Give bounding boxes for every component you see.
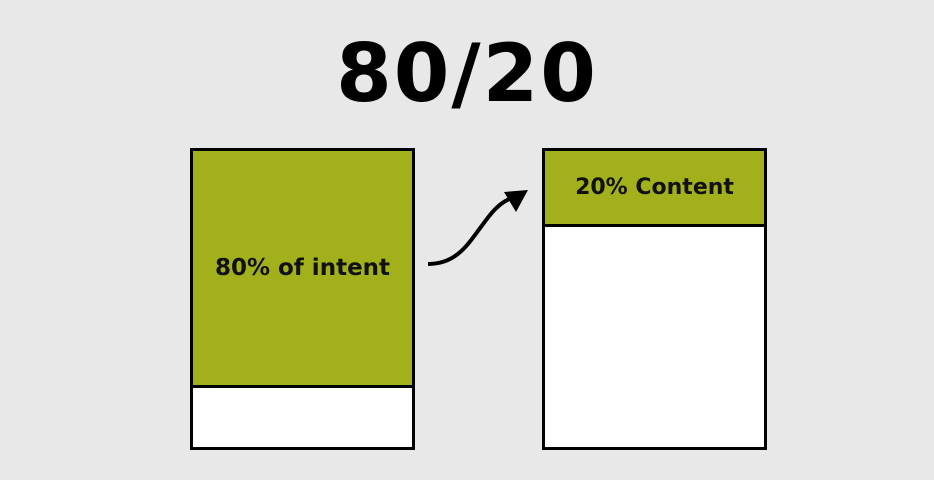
content-box: 20% Content	[542, 148, 767, 450]
content-fill: 20% Content	[545, 151, 764, 227]
content-label: 20% Content	[575, 175, 734, 200]
intent-fill: 80% of intent	[193, 151, 412, 388]
intent-box: 80% of intent	[190, 148, 415, 450]
intent-label: 80% of intent	[214, 255, 391, 281]
curved-arrow-icon	[427, 190, 528, 266]
title: 80/20	[336, 27, 598, 120]
